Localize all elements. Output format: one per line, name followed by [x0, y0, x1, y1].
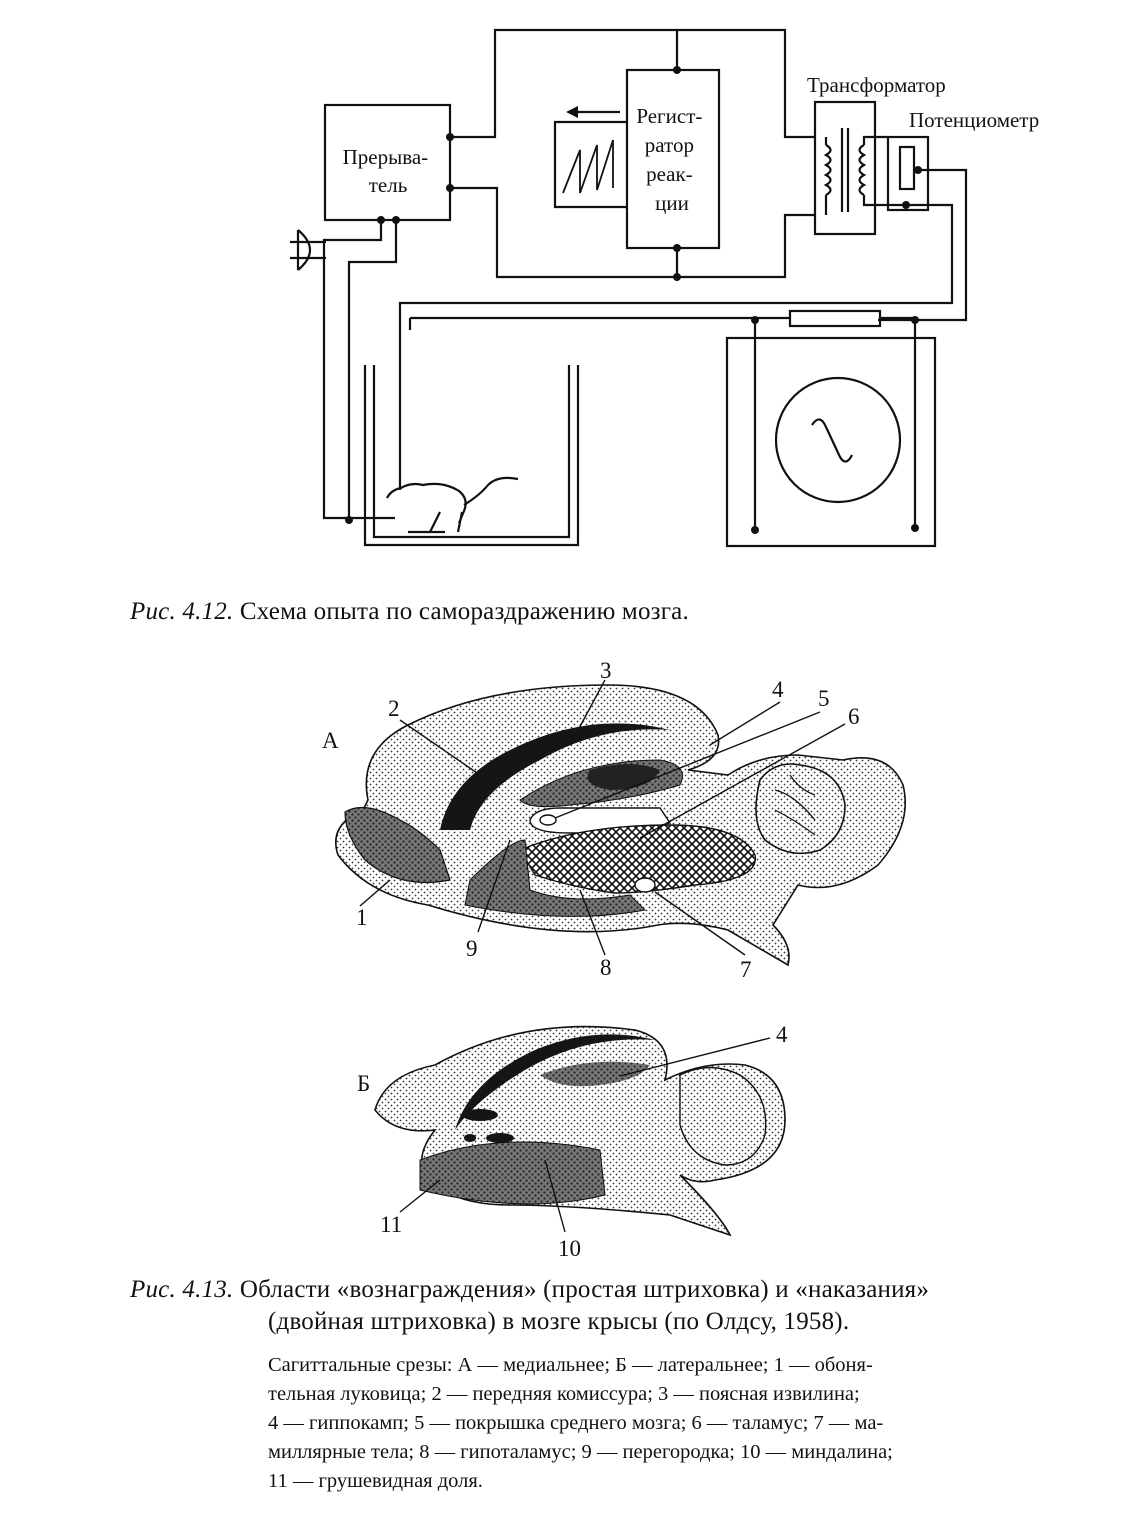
rat-brain-sections-diagram: А Б 1 2 3 4 5 6 7 8 9 4 10 11: [322, 658, 906, 1261]
recorder-label-2: ратор: [645, 133, 694, 157]
marker-8: 8: [600, 955, 612, 980]
legend-line-1: Сагиттальные срезы: А — медиальнее; Б — …: [268, 1354, 873, 1376]
figure-4-13-legend: Сагиттальные срезы: А — медиальнее; Б — …: [268, 1351, 1096, 1496]
self-stimulation-circuit-diagram: Прерыва- тель Регист- ратор реак- ции Тр…: [290, 28, 1039, 548]
potentiometer-label: Потенциометр: [909, 108, 1039, 132]
figure-4-13-line-1: Области «вознаграждения» (простая штрихо…: [239, 1276, 930, 1303]
brain-section-a: [335, 679, 906, 967]
interrupter-box: [323, 103, 452, 222]
oscilloscope-box: [725, 336, 937, 548]
test-chamber: [363, 365, 580, 547]
interrupter-label-2: тель: [369, 173, 408, 197]
marker-2: 2: [388, 696, 400, 721]
interrupter-label-1: Прерыва-: [343, 145, 429, 169]
figure-4-13-line-2: (двойная штриховка) в мозге крысы (по Ол…: [268, 1308, 850, 1335]
figure-4-13-caption: Рис. 4.13. Области «вознаграждения» (про…: [130, 1274, 1110, 1338]
figure-4-13-number: Рис. 4.13.: [130, 1276, 234, 1303]
figure-4-12-number: Рис. 4.12.: [130, 598, 234, 625]
marker-6: 6: [848, 704, 860, 729]
marker-10: 10: [558, 1236, 581, 1261]
figure-4-12-caption: Рис. 4.12. Схема опыта по самораздражени…: [130, 596, 689, 628]
recorder-label-4: ции: [655, 191, 689, 215]
recorder-label-3: реак-: [646, 162, 693, 186]
marker-5: 5: [818, 686, 830, 711]
legend-line-2: тельная луковица; 2 — передняя комиссура…: [268, 1383, 860, 1405]
brain-section-b: [374, 1025, 786, 1237]
marker-11: 11: [380, 1212, 402, 1237]
oscilloscope-screen: [774, 376, 902, 504]
legend-line-4: миллярные тела; 8 — гипоталамус; 9 — пер…: [268, 1441, 893, 1463]
panel-b-letter: Б: [357, 1071, 370, 1096]
marker-b-4: 4: [776, 1022, 788, 1047]
transformer-label: Трансформатор: [807, 73, 946, 97]
marker-7: 7: [740, 957, 752, 982]
recorder-label-1: Регист-: [636, 104, 702, 128]
potentiometer-box: [886, 135, 930, 212]
rat-drawing: [386, 476, 519, 533]
marker-9: 9: [466, 936, 478, 961]
svg-text:Регист- ратор реак-: Регист- ратор реак- ции: [636, 104, 707, 215]
svg-text:Прерыва- тель: Прерыва- тель: [343, 145, 434, 197]
panel-a-letter: А: [322, 728, 339, 753]
transformer-box: [813, 100, 877, 236]
figure-4-12-text: Схема опыта по самораздражению мозга.: [239, 598, 689, 625]
marker-3: 3: [600, 658, 612, 683]
legend-line-3: 4 — гиппокамп; 5 — покрышка среднего моз…: [268, 1412, 884, 1434]
marker-1: 1: [356, 905, 368, 930]
marker-4: 4: [772, 677, 784, 702]
sawtooth-trace: [562, 139, 614, 194]
legend-line-5: 11 — грушевидная доля.: [268, 1470, 483, 1492]
